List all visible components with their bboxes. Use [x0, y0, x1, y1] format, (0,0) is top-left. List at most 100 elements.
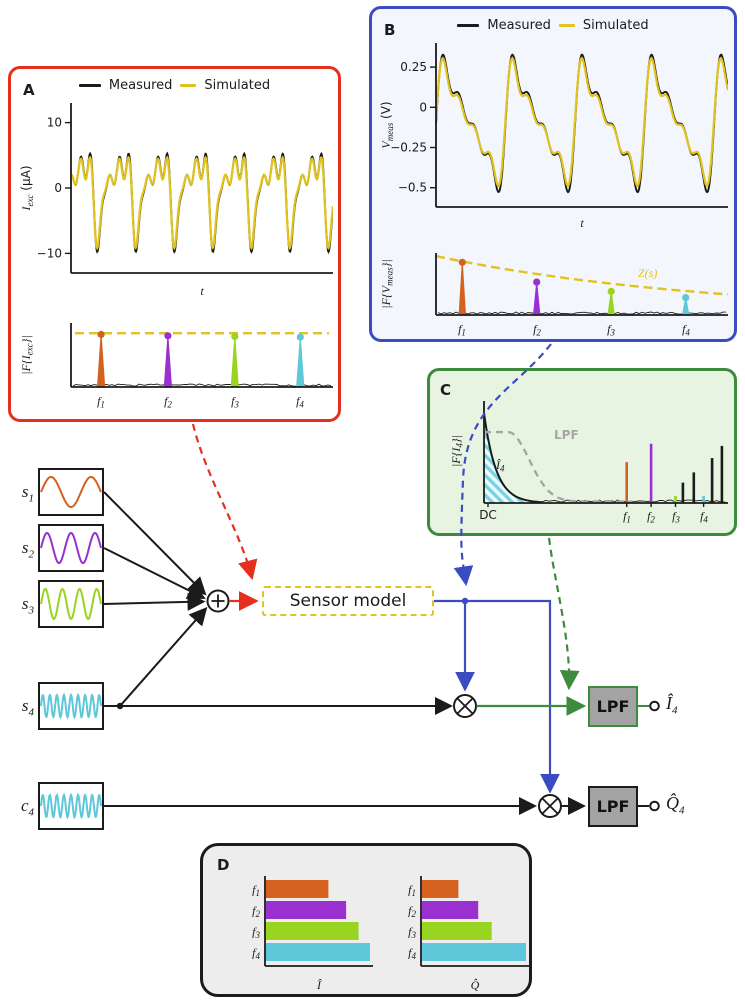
ytick-f4: f4 — [408, 946, 416, 962]
quadrature-axis-label: Q̂ — [471, 978, 480, 992]
bar-f3 — [266, 922, 359, 940]
c4-waveform — [40, 792, 102, 820]
i4-output-terminal — [649, 700, 660, 712]
s1-sine — [40, 476, 102, 508]
sensor-model-block: Sensor model — [262, 586, 434, 616]
ytick-label: −10 — [37, 246, 62, 260]
quadrature-bars — [422, 880, 526, 961]
source-s1-box — [38, 468, 104, 516]
s1-waveform — [40, 476, 102, 508]
xtick-f3: f3 — [672, 509, 680, 525]
ytick-label: 0.25 — [400, 60, 427, 74]
xtick-f4: f4 — [296, 394, 304, 410]
xtick-f4: f4 — [682, 322, 690, 338]
source-c4-box — [38, 782, 104, 830]
inphase-bars — [266, 880, 370, 961]
s4-waveform — [40, 692, 102, 720]
panel-d-quadrature-chart: f1 f2 f3 f4 Q̂ — [408, 876, 529, 992]
ytick-label: 10 — [47, 116, 62, 130]
s3-to-sum-arrow — [103, 592, 206, 611]
peak-marker-f1 — [97, 330, 105, 339]
panel-d-inphase-chart: f1 f2 f3 f4 Î — [252, 876, 373, 992]
times-diag2 — [541, 797, 559, 815]
ytick-f1: f1 — [252, 883, 260, 899]
panel-d-label: D — [217, 856, 230, 874]
times-diag1 — [541, 797, 559, 815]
simulated-label: Simulated — [204, 78, 271, 93]
spectral-peak-f2 — [163, 335, 173, 388]
source-s4-box — [38, 682, 104, 730]
lpf2-label: LPF — [596, 797, 630, 816]
xtick-f2: f2 — [164, 394, 172, 410]
bar-f4 — [266, 943, 370, 961]
panel-a-legend: Measured Simulated — [11, 78, 338, 93]
s2-waveform — [40, 531, 102, 565]
c4-sine — [40, 792, 102, 820]
measured-line-sample — [457, 24, 480, 27]
panel-a-time-plot: 10 0 −10 Iexc (μA) t — [19, 103, 333, 298]
panel-b-legend: Measured Simulated — [372, 18, 734, 33]
spectral-peak-f1 — [96, 334, 106, 388]
bar-f2 — [266, 901, 347, 919]
panel-d: D f1 f2 f3 f4 Î f1 f2 f3 f4 Q̂ — [200, 843, 532, 997]
source-s2-box — [38, 524, 104, 572]
panel-c-label: C — [440, 381, 452, 399]
panel-c-callout-arrow — [547, 537, 580, 691]
peak-marker-f4 — [682, 294, 690, 302]
panel-a-spectrum-plot: |F{Iexc}| f1 f2 f3 f4 — [19, 323, 333, 410]
ytick-label: 0 — [54, 181, 62, 195]
sensor-output-to-multiplier2 — [434, 599, 560, 794]
panel-c: C |F{I4}| LPF Î4 DC f1 f2 f3 f4 — [427, 368, 737, 536]
panel-a-spectrum-content — [72, 330, 332, 388]
x-axis-label: t — [200, 284, 204, 298]
y-axis-label: |F{I4}| — [449, 435, 465, 467]
multiplier2-circle — [538, 794, 562, 818]
spectral-peak-f1 — [458, 262, 467, 316]
panel-b-spectrum-plot: |F{Vmeas}| Z(s) f1 f2 f3 f4 — [379, 253, 729, 338]
ytick-f2: f2 — [408, 904, 416, 920]
ytick-f1: f1 — [408, 883, 416, 899]
panel-b: B Measured Simulated 0.25 0 −0.25 −0.5 V… — [369, 6, 737, 342]
source-s3-label: s3 — [21, 594, 34, 617]
panel-b-time-plot: 0.25 0 −0.25 −0.5 Vmeas (V) t — [379, 43, 728, 230]
measured-label: Measured — [108, 78, 173, 93]
panel-b-label: B — [384, 21, 396, 39]
spectral-peak-f3 — [230, 336, 239, 388]
output-q4-label: Q̂4 — [666, 793, 685, 817]
bar-f4 — [422, 943, 526, 961]
simulated-line-sample — [558, 23, 575, 28]
peak-marker-f1 — [458, 258, 466, 266]
source-s1-label: s1 — [21, 482, 34, 505]
output-i4-label: Î4 — [666, 693, 678, 717]
measured-label: Measured — [487, 18, 551, 33]
xtick-f1: f1 — [97, 394, 105, 410]
y-axis-label: |F{Iexc}| — [19, 335, 35, 375]
peak-marker-f3 — [231, 332, 239, 340]
multiplier-1 — [453, 694, 477, 718]
source-s4-label: s4 — [21, 696, 34, 719]
xtick-f2: f2 — [533, 322, 541, 338]
panel-a-callout-arrow — [191, 423, 258, 581]
simulated-trace — [436, 56, 728, 187]
measured-trace — [436, 53, 728, 194]
impedance-label: Z(s) — [638, 266, 657, 280]
sensor-model-label: Sensor model — [289, 591, 407, 611]
peak-marker-f3 — [607, 287, 615, 295]
multiplier1-circle — [453, 694, 477, 718]
source-s2-label: s2 — [21, 538, 34, 561]
impedance-curve — [435, 254, 729, 296]
s2-sine — [40, 531, 102, 565]
measured-trace — [71, 151, 333, 255]
s3-sine — [40, 587, 102, 621]
noise-floor — [72, 383, 332, 387]
y-axis-label: Iexc (μA) — [19, 165, 35, 211]
lpf1-label: LPF — [596, 697, 630, 716]
panel-b-time-traces — [436, 53, 728, 194]
source-c4-label: c4 — [20, 796, 34, 819]
ytick-f2: f2 — [252, 904, 260, 920]
s3-waveform — [40, 587, 102, 621]
y-axis-label: Vmeas (V) — [379, 101, 395, 148]
source-s3-box — [38, 580, 104, 628]
y-axis-label: |F{Vmeas}| — [379, 259, 395, 308]
